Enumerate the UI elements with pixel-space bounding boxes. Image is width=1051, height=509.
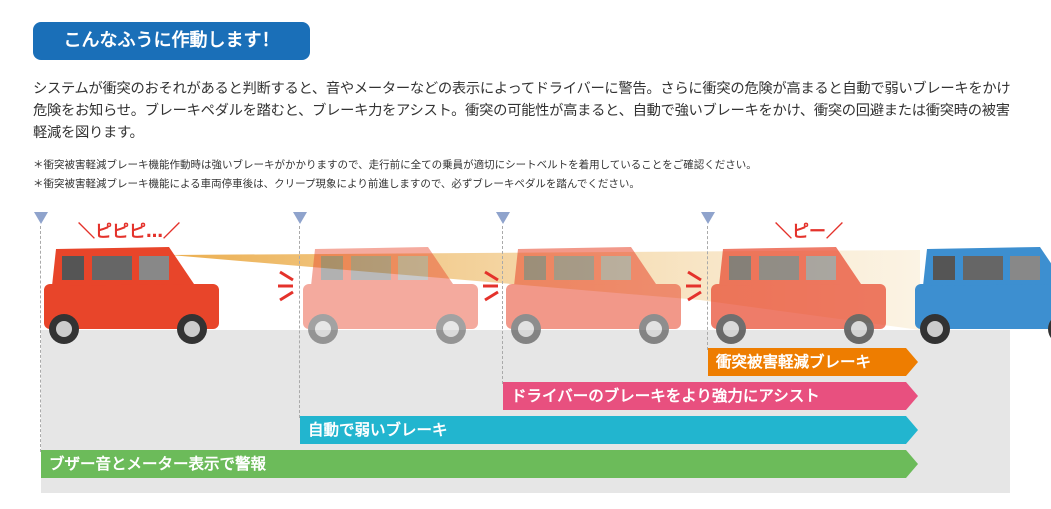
stage-warning: ブザー音とメーター表示で警報 xyxy=(41,450,918,478)
car-warning xyxy=(44,247,219,344)
timeline-marker xyxy=(293,212,307,224)
section-title: こんなふうに作動します！ xyxy=(33,22,310,60)
stage-collision-brake: 衝突被害軽減ブレーキ xyxy=(708,348,918,376)
car-ahead xyxy=(915,247,1051,344)
timeline-marker xyxy=(701,212,715,224)
timeline-line xyxy=(502,226,503,384)
brake-flash-icon xyxy=(278,270,702,302)
timeline-line xyxy=(299,226,300,418)
note: ＊衝突被害軽減ブレーキ機能による車両停車後は、クリープ現象により前進しますので、… xyxy=(33,178,640,190)
notes: ＊衝突被害軽減ブレーキ機能作動時は強いブレーキがかかりますので、走行前に全ての乗… xyxy=(33,156,757,194)
timeline-marker xyxy=(496,212,510,224)
buzzer-sound-text: ＼ピピピ…／ xyxy=(78,222,180,242)
timeline-marker xyxy=(34,212,48,224)
stage-brake-assist: ドライバーのブレーキをより強力にアシスト xyxy=(503,382,918,410)
alarm-sound-text: ＼ピー／ xyxy=(775,222,843,242)
description: システムが衝突のおそれがあると判断すると、音やメーターなどの表示によってドライバ… xyxy=(33,81,1011,141)
note: ＊衝突被害軽減ブレーキ機能作動時は強いブレーキがかかりますので、走行前に全ての乗… xyxy=(33,159,757,171)
timeline-line xyxy=(707,226,708,350)
stage-weak-brake: 自動で弱いブレーキ xyxy=(300,416,918,444)
timeline-line xyxy=(40,226,41,452)
